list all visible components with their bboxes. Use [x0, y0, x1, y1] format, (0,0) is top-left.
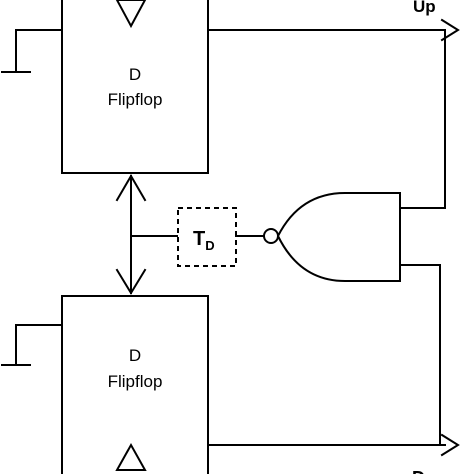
flipflop-bottom-label-d: D [129, 346, 141, 365]
flipflop-top-label-d: D [129, 65, 141, 84]
top-clock-triangle-icon [115, 0, 147, 29]
flipflop-bottom [61, 295, 209, 474]
flipflop-top-label-name: Flipflop [108, 90, 163, 109]
nand-gate [276, 192, 401, 282]
top-d-input-wire [15, 29, 63, 73]
down-arrow-icon [440, 433, 460, 457]
flipflop-top [61, 0, 209, 174]
reset-arrow-down-icon [115, 268, 147, 295]
bottom-clock-triangle-icon [115, 442, 147, 471]
delay-label: TD [193, 228, 215, 253]
delay-label-subscript: D [205, 238, 214, 253]
up-label: Up [413, 0, 436, 16]
nand-inversion-bubble [263, 228, 279, 244]
up-feedback-wire [399, 29, 446, 209]
delay-box [177, 207, 237, 267]
flipflop-bottom-label-name: Flipflop [108, 372, 163, 391]
bottom-d-input-wire [15, 324, 63, 366]
reset-arrow-up-icon [115, 174, 147, 202]
down-label: D [412, 468, 425, 474]
up-arrow-icon [440, 18, 460, 42]
delay-label-symbol: T [193, 228, 205, 250]
down-feedback-wire [399, 264, 441, 446]
